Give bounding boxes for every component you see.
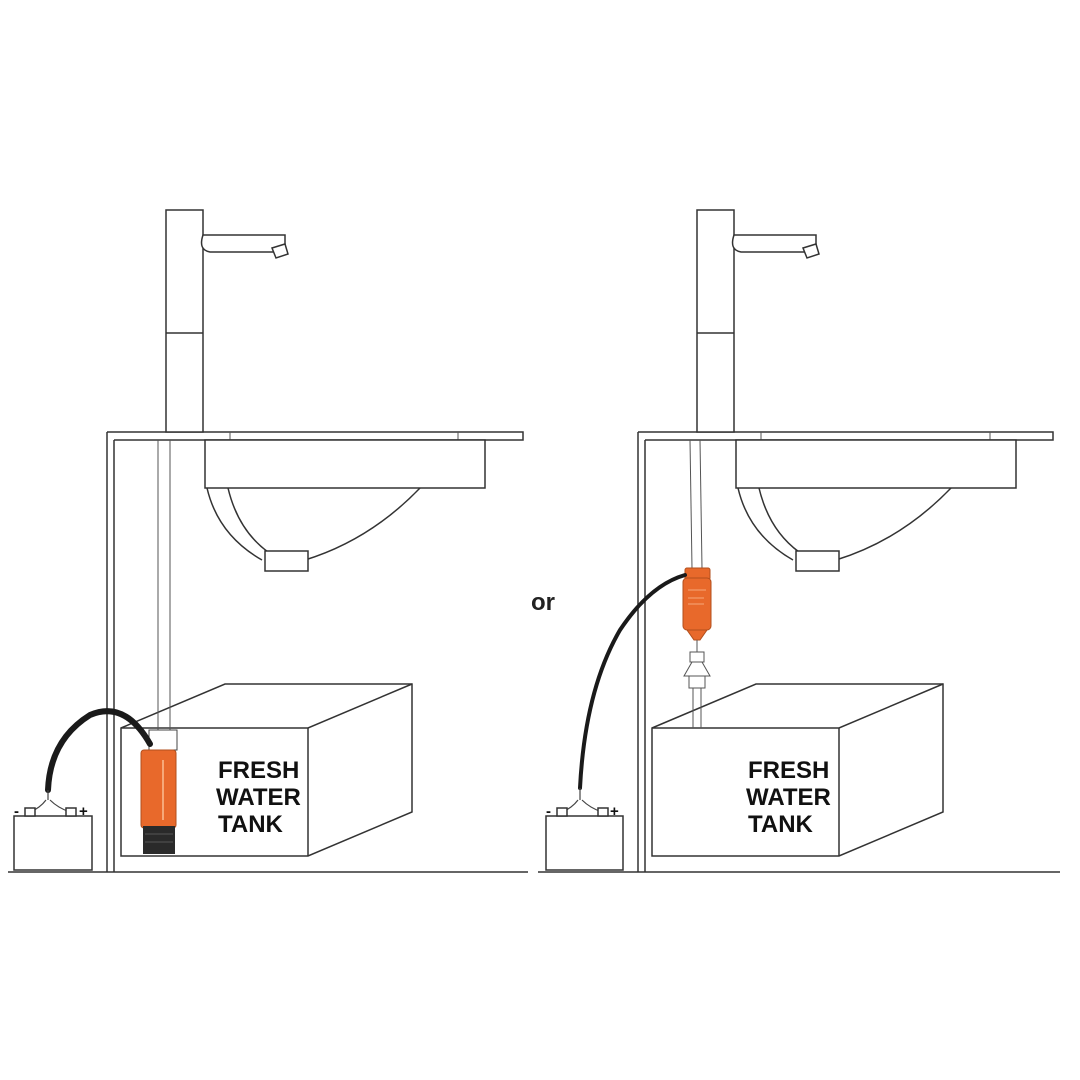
tank-label-line-2: WATER: [746, 784, 831, 811]
sink-basin: [204, 439, 486, 572]
submersible-pump: [140, 729, 178, 854]
fresh-water-tank: FRESH WATER TANK: [120, 683, 413, 857]
left-installation: FRESH WATER TANK - +: [8, 209, 528, 873]
battery-negative-terminal: -: [14, 803, 19, 820]
sink-basin: [735, 439, 1017, 572]
tank-label-line-2: WATER: [216, 784, 301, 811]
battery-positive-terminal: +: [79, 803, 88, 820]
or-separator: or: [531, 589, 555, 616]
inline-filter: [683, 640, 711, 728]
tank-label-line-3: TANK: [748, 811, 814, 838]
battery: - +: [13, 803, 93, 871]
battery-negative-terminal: -: [546, 803, 551, 820]
inline-pump: [682, 567, 712, 641]
tank-label-line-3: TANK: [218, 811, 284, 838]
fresh-water-tank: FRESH WATER TANK: [651, 683, 944, 857]
faucet: [165, 209, 289, 433]
tank-label-line-1: FRESH: [748, 757, 829, 784]
countertop: [107, 431, 524, 441]
right-installation: FRESH WATER TANK: [538, 209, 1060, 873]
countertop: [638, 431, 1054, 441]
battery-positive-terminal: +: [610, 803, 619, 820]
faucet: [696, 209, 820, 433]
tank-label-line-1: FRESH: [218, 757, 299, 784]
power-cable: [578, 573, 687, 790]
power-cable: [45, 708, 153, 793]
water-hose-upper: [689, 439, 693, 569]
battery: - +: [545, 803, 624, 871]
